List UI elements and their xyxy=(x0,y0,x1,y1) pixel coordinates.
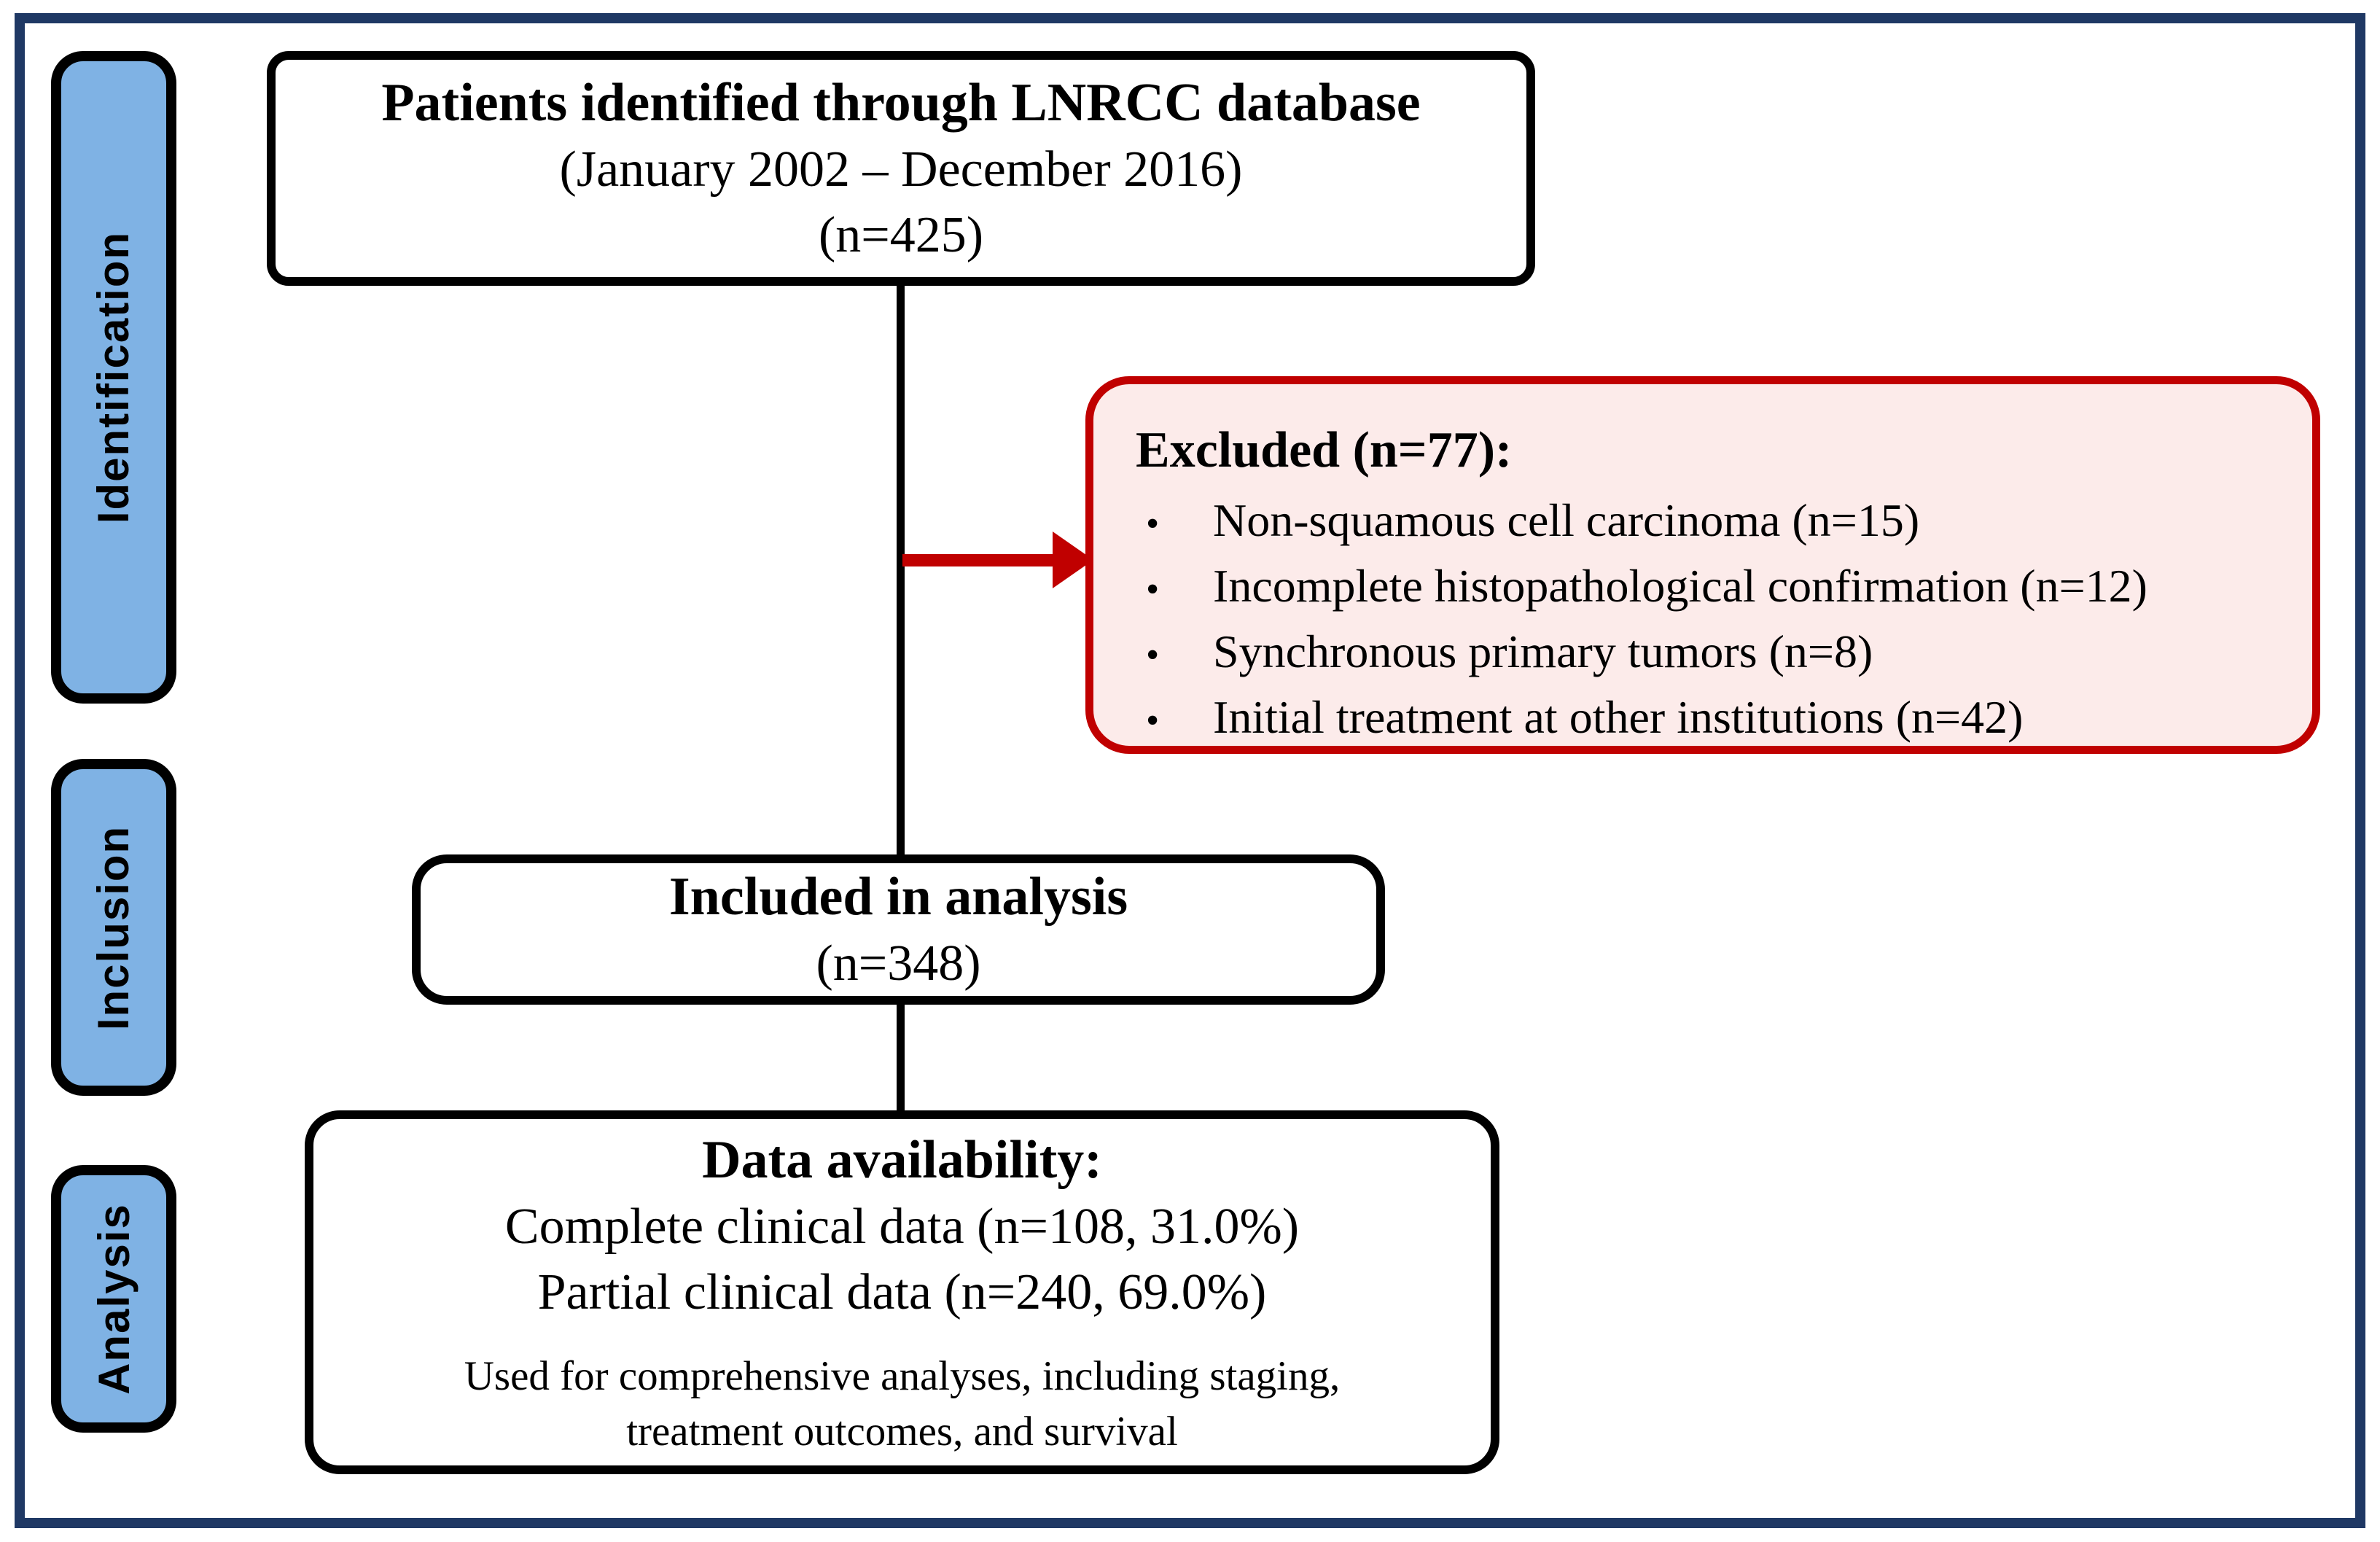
stage-label-analysis-text: Analysis xyxy=(89,1203,138,1395)
data-availability-box: Data availability: Complete clinical dat… xyxy=(305,1110,1499,1474)
included-count: (n=348) xyxy=(816,935,981,992)
excluded-item-row: • Synchronous primary tumors (n=8) xyxy=(1136,620,2283,686)
partial-clinical-line: Partial clinical data (n=240, 69.0%) xyxy=(537,1263,1267,1320)
connector-line-top xyxy=(897,283,905,857)
included-box: Included in analysis (n=348) xyxy=(412,854,1385,1005)
bullet-icon: • xyxy=(1146,700,1160,741)
excluded-item-text: Non-squamous cell carcinoma (n=15) xyxy=(1213,494,1920,546)
data-availability-note: Used for comprehensive analyses, includi… xyxy=(313,1349,1491,1460)
note-line-1: Used for comprehensive analyses, includi… xyxy=(464,1352,1341,1399)
excluded-item-row: • Incomplete histopathological confirmat… xyxy=(1136,555,2283,620)
excluded-item-text: Incomplete histopathological confirmatio… xyxy=(1213,560,2147,612)
data-availability-title: Data availability: xyxy=(702,1129,1102,1190)
complete-clinical-line: Complete clinical data (n=108, 31.0%) xyxy=(504,1198,1300,1255)
identified-patients-box: Patients identified through LNRCC databa… xyxy=(267,51,1535,286)
excluded-arrow-shaft xyxy=(902,554,1057,566)
diagram-outer-frame xyxy=(15,13,2365,1528)
excluded-box: Excluded (n=77): • Non-squamous cell car… xyxy=(1085,376,2320,754)
excluded-item-row: • Initial treatment at other institution… xyxy=(1136,686,2283,752)
identified-patients-daterange: (January 2002 – December 2016) xyxy=(559,141,1243,198)
bullet-icon: • xyxy=(1146,634,1160,676)
stage-label-identification-text: Identification xyxy=(89,230,138,524)
bullet-icon: • xyxy=(1146,569,1160,610)
included-title: Included in analysis xyxy=(668,867,1128,927)
note-line-2: treatment outcomes, and survival xyxy=(626,1408,1178,1455)
excluded-title: Excluded (n=77): xyxy=(1136,422,1513,478)
excluded-item-row: • Non-squamous cell carcinoma (n=15) xyxy=(1136,489,2283,555)
identified-patients-count: (n=425) xyxy=(818,207,984,263)
stage-label-inclusion-text: Inclusion xyxy=(89,825,138,1030)
excluded-item-text: Initial treatment at other institutions … xyxy=(1213,691,2024,743)
identified-patients-title: Patients identified through LNRCC databa… xyxy=(381,73,1421,133)
excluded-item-text: Synchronous primary tumors (n=8) xyxy=(1213,626,1873,677)
stage-label-identification: Identification xyxy=(51,51,176,704)
stage-label-analysis: Analysis xyxy=(51,1165,176,1433)
stage-label-inclusion: Inclusion xyxy=(51,759,176,1096)
bullet-icon: • xyxy=(1146,503,1160,545)
connector-line-bottom xyxy=(897,1003,905,1113)
